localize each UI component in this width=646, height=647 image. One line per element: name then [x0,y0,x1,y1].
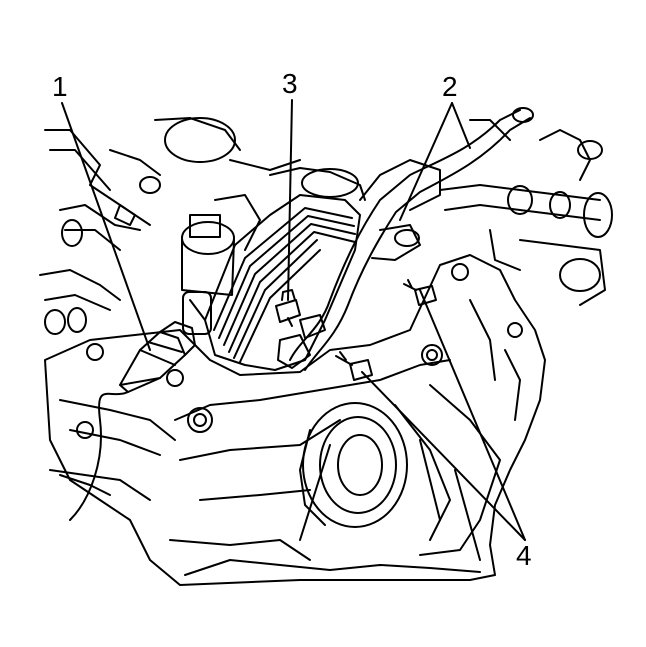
callout-1: 1 [52,71,68,102]
leader-line-2a [399,102,453,221]
leader-line-4b [361,371,526,541]
bolt-4-lower [335,351,373,381]
leader-line-3 [287,99,293,301]
leader-line-1 [61,102,151,351]
callout-2: 2 [442,71,458,102]
callout-4: 4 [516,540,532,571]
engine-front-cover [44,254,546,586]
callout-3: 3 [282,68,298,99]
bolt-4-upper [403,279,437,306]
leader-lines [61,99,526,541]
sensor-component [59,321,196,521]
crankshaft-seal-bore [299,402,408,528]
misc-fasteners [76,263,523,439]
leader-line-2b [451,102,471,149]
right-side-components [439,119,613,306]
oil-cooler [182,167,366,371]
leader-line-4a [419,289,526,541]
